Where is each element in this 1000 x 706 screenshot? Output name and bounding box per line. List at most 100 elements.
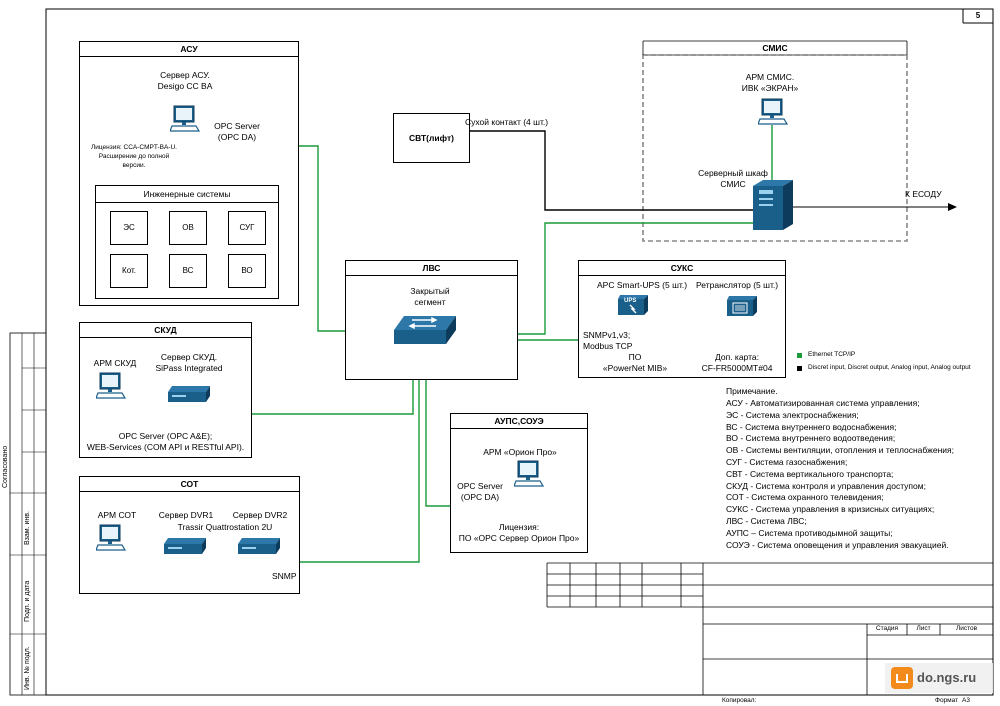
smis-title: СМИС: [762, 43, 788, 53]
ups-icon: UPS: [618, 293, 652, 322]
side-podp: Подп. и дата: [24, 580, 31, 622]
legend-ethernet: Ethernet TCP/IP: [808, 351, 856, 358]
asu-server-computer-icon: [169, 105, 201, 138]
aups-license-2: ПО «ОРС Сервер Орион Про»: [458, 533, 580, 543]
skud-block: СКУД: [79, 322, 252, 458]
aups-license-1: Лицензия:: [498, 522, 540, 532]
asu-license-3: версии.: [122, 162, 146, 169]
watermark: do.ngs.ru: [885, 663, 993, 693]
sot-snmp-label: SNMP: [272, 571, 297, 581]
skud-server-2: SiPass Integrated: [155, 363, 223, 373]
asu-server-label-2: Desigo CC BA: [157, 81, 213, 91]
skud-opc-2: WEB-Services (COM API и RESTful API).: [86, 442, 245, 452]
smis-cabinet-2: СМИС: [720, 179, 746, 189]
smis-server-cabinet-icon: [753, 180, 795, 235]
sot-dvr2-icon: [238, 536, 282, 561]
suks-snmp-1: SNMPv1,v3;: [583, 330, 631, 340]
asu-license-2: Расширение до полной: [98, 153, 170, 160]
tb-format-value: А3: [962, 697, 970, 704]
sot-dvr1-label: Сервер DVR1: [158, 510, 214, 520]
system-kot: Кот.: [110, 254, 148, 288]
suks-ups-label: APC Smart-UPS (5 шт.): [597, 280, 688, 290]
lvs-title: ЛВС: [346, 261, 517, 276]
aups-title: АУПС,СОУЭ: [451, 414, 587, 429]
lvs-segment-1: Закрытый: [410, 286, 450, 296]
notes-title: Примечание.: [726, 386, 778, 396]
smis-cabinet-1: Серверный шкаф: [698, 168, 768, 178]
notes-item: АУПС – Система противодымной защиты;: [726, 527, 893, 538]
svt-title: СВТ(лифт): [409, 133, 454, 143]
legend-ethernet-swatch: [797, 353, 802, 358]
notes-item: ВО - Система внутреннего водоотведения;: [726, 433, 896, 444]
tb-format: Формат: [935, 697, 959, 704]
asu-server-label-1: Сервер АСУ.: [160, 70, 210, 80]
notes-item: ЭС - Система электроснабжения;: [726, 409, 859, 420]
svt-dry-contact-line: [470, 130, 755, 211]
sheet-number: 5: [975, 11, 981, 20]
ups-text: UPS: [624, 298, 637, 304]
notes-item: СОУЭ - Система оповещения и управления э…: [726, 539, 949, 550]
tb-listov: Листов: [955, 625, 978, 632]
suks-card-1: Доп. карта:: [715, 352, 759, 362]
side-vzam: Взам. инв.: [24, 511, 31, 545]
suks-po-1: ПО: [628, 352, 642, 362]
sot-title: СОТ: [80, 477, 299, 492]
asu-opc-label-2: (OPC DA): [217, 132, 257, 142]
notes-item: ВС - Система внутреннего водоснабжения;: [726, 421, 897, 432]
suks-po-2: «PowerNet MIB»: [602, 363, 668, 373]
notes-item: ОВ - Системы вентиляции, отопления и теп…: [726, 445, 954, 456]
side-stamp: [9, 332, 47, 696]
notes-item: ЛВС - Система ЛВС;: [726, 516, 807, 526]
lvs-segment-2: сегмент: [414, 297, 446, 307]
suks-card-2: CF-FR5000MT#04: [701, 363, 773, 373]
asu-title: АСУ: [80, 42, 298, 57]
smis-arm-1: АРМ СМИС.: [745, 72, 795, 82]
aups-opc-2: (OPC DA): [460, 492, 500, 502]
side-soglasovano: Согласовано: [2, 445, 9, 488]
smis-arm-2: ИВК «ЭКРАН»: [741, 83, 799, 93]
sot-dvr1-icon: [164, 536, 208, 561]
system-vs: ВС: [169, 254, 207, 288]
skud-arm-computer-icon: [95, 372, 127, 405]
notes-item: АСУ - Автоматизированная система управле…: [726, 398, 920, 408]
svt-block: СВТ(лифт): [393, 113, 470, 163]
sot-dvr2-label: Сервер DVR2: [232, 510, 288, 520]
legend-discret: Discret input, Discret output, Analog in…: [808, 364, 971, 371]
system-ov: ОВ: [169, 211, 207, 245]
suks-repeater-label: Ретранслятор (5 шт.): [696, 280, 779, 290]
engineering-systems-title: Инженерные системы: [96, 186, 278, 203]
notes-item: СУКС - Система управления в кризисных си…: [726, 504, 935, 515]
notes-item: СКУД - Система контроля и управления дос…: [726, 480, 926, 491]
watermark-text: do.ngs.ru: [917, 670, 977, 685]
side-inv: Инв. № подл.: [24, 646, 31, 690]
sot-trassir-label: Trassir Quattrostation 2U: [177, 522, 273, 532]
legend-discret-swatch: [797, 366, 802, 371]
suks-block: СУКС: [578, 260, 786, 378]
smis-arm-computer-icon: [757, 98, 789, 131]
notes-item: СУГ - Система газоснабжения;: [726, 457, 848, 467]
repeater-icon: [727, 294, 759, 321]
tb-kopiroval: Копировал:: [722, 697, 757, 704]
skud-arm-label: АРМ СКУД: [93, 358, 137, 368]
network-switch-icon: [394, 312, 458, 353]
asu-opc-label-1: OPC Server: [214, 121, 260, 131]
skud-title: СКУД: [80, 323, 251, 338]
title-block: [546, 562, 993, 695]
sot-arm-computer-icon: [95, 524, 127, 557]
aups-arm-label: АРМ «Орион Про»: [483, 447, 557, 457]
sot-arm-label: АРМ СОТ: [97, 510, 137, 520]
esodu-arrow: [948, 203, 957, 211]
notes-item: СОТ - Система охранного телевидения;: [726, 492, 884, 503]
aups-arm-computer-icon: [513, 460, 545, 493]
watermark-logo-icon: [891, 667, 913, 689]
system-sug: СУГ: [228, 211, 266, 245]
skud-server-icon: [168, 384, 212, 409]
suks-snmp-2: Modbus TCP: [583, 341, 633, 351]
to-esodu-label: К ЕСОДУ: [905, 189, 942, 199]
aups-opc-1: OPC Server: [457, 481, 503, 491]
asu-license-1: Лицензия: CCA-CMPT-BA-U.: [91, 144, 177, 151]
suks-title: СУКС: [579, 261, 785, 276]
notes-item: СВТ - Система вертикального транспорта;: [726, 468, 894, 479]
tb-stadia: Стадия: [875, 625, 899, 632]
